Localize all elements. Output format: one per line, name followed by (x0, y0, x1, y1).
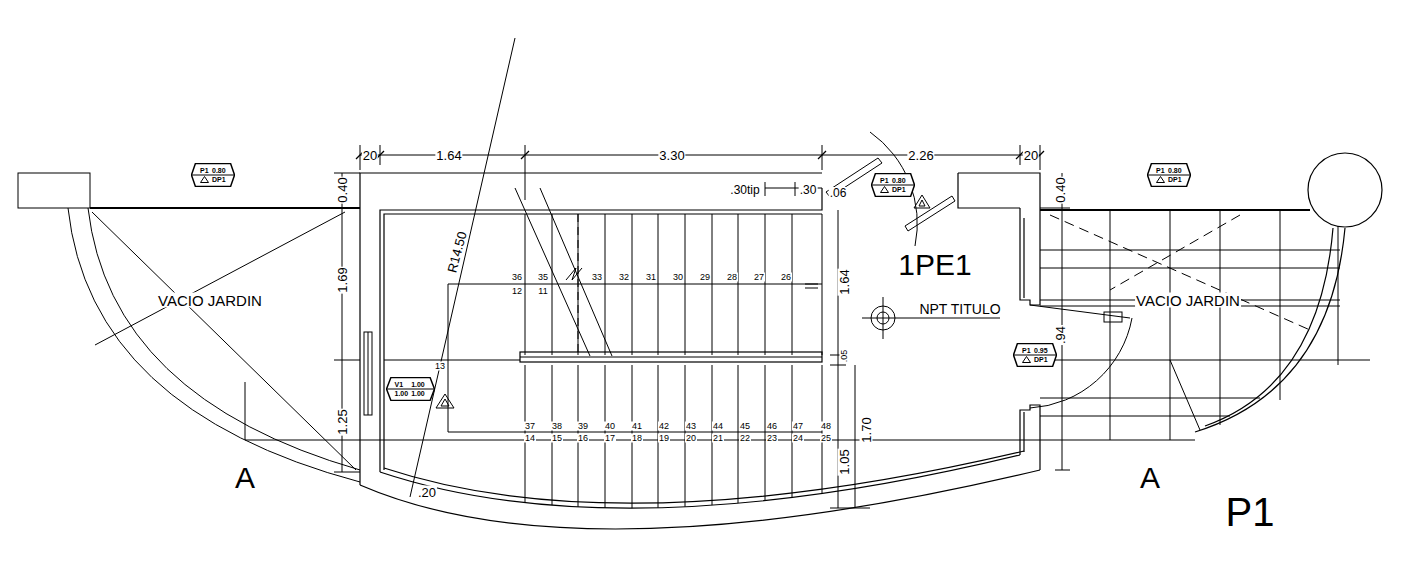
tag-text: 1.00 (411, 390, 425, 397)
dimension: 2.26 (907, 149, 934, 162)
plan-label: 39 (577, 422, 589, 431)
plan-label: A (234, 463, 256, 493)
dimension: 20 (362, 149, 378, 162)
plan-label: 35 (537, 273, 549, 282)
dimension: 3.30 (658, 149, 685, 162)
plan-label: 11 (537, 287, 548, 296)
plan-label: 38 (551, 422, 563, 431)
tag-hexagon: P10.80DP1 (191, 163, 235, 187)
plan-label: 1.25 (336, 408, 349, 435)
radius-label: R14.50 (445, 229, 469, 275)
plan-label: 41 (631, 422, 643, 431)
plan-label: 20 (685, 434, 697, 443)
dimension: .30tip (729, 184, 760, 196)
plan-label: 30 (672, 273, 684, 282)
dimension: 0.40 (1054, 176, 1067, 203)
tag-text: 0.80 (212, 167, 226, 174)
plan-label: NPT TITULO (918, 302, 1001, 316)
triangle-symbol (880, 186, 889, 193)
plan-label: .20 (417, 486, 437, 499)
plan-label: 47 (792, 422, 804, 431)
plan-label: 36 (511, 273, 523, 282)
plan-label: .05 (840, 349, 849, 364)
plan-label: 18 (631, 434, 643, 443)
plan-label: 29 (699, 273, 711, 282)
dimension: 1.64 (435, 149, 462, 162)
plan-label: 40 (604, 422, 616, 431)
plan-label: 32 (618, 273, 630, 282)
tag-text: P1 (880, 177, 889, 184)
hexagon-outline (1147, 163, 1191, 187)
plan-label: 12 (511, 287, 523, 296)
plan-label: 16 (577, 434, 589, 443)
plan-label: 21 (712, 434, 724, 443)
tag-text: P1 (1022, 347, 1031, 354)
dimension: .06 (829, 187, 848, 199)
tag-hexagon: V11.001.001.00 (386, 377, 435, 401)
plan-label: 28 (726, 273, 738, 282)
plan-label: 1PE1 (897, 250, 972, 280)
plan-label: 15 (551, 434, 563, 443)
tag-text: DP1 (892, 186, 906, 193)
tag-text: 1.00 (395, 390, 409, 397)
plan-label: 19 (658, 434, 670, 443)
plan-label: 17 (604, 434, 616, 443)
dimension: .30 (799, 184, 818, 196)
dimension: 20 (1023, 149, 1039, 162)
plan-label: 26 (780, 273, 792, 282)
tag-text: P1 (200, 167, 209, 174)
tag-hexagon: P10.80DP1 (871, 173, 915, 197)
plan-label: A (1139, 463, 1161, 493)
hexagon-outline (1013, 343, 1057, 367)
plan-label: VACIO JARDIN (157, 293, 263, 308)
hexagon-outline (191, 163, 235, 187)
tag-text: 1.00 (411, 381, 425, 388)
plan-label: 24 (792, 434, 804, 443)
plan-label: VACIO JARDIN (1135, 293, 1241, 308)
tag-text: 0.95 (1034, 347, 1048, 354)
plan-label: 31 (645, 273, 657, 282)
tag-text: DP1 (212, 176, 226, 183)
triangle-symbol (200, 176, 209, 183)
plan-label: 1.05 (838, 448, 851, 475)
tag-text: DP1 (1168, 176, 1182, 183)
plan-label: 23 (766, 434, 778, 443)
plan-label: .94 (1054, 325, 1067, 345)
hexagon-outline (386, 377, 435, 401)
dimension: 0.40 (336, 176, 349, 203)
tag-text: 0.80 (1168, 167, 1182, 174)
plan-label: 13 (434, 362, 446, 371)
plan-label: 42 (658, 422, 670, 431)
plan-label: 25 (820, 434, 832, 443)
plan-label: 43 (685, 422, 697, 431)
plan-label: 33 (591, 273, 603, 282)
plan-label: 48 (820, 422, 832, 431)
triangle-symbol (1022, 356, 1031, 363)
tag-text: DP1 (1034, 356, 1048, 363)
plan-label: 1.69 (336, 266, 349, 293)
plan-label: 1.70 (860, 416, 873, 443)
tag-text: P1 (1156, 167, 1165, 174)
tag-hexagon: P10.80DP1 (1147, 163, 1191, 187)
plan-label: 37 (524, 422, 536, 431)
plan-label: P1 (1225, 492, 1276, 532)
hexagon-outline (871, 173, 915, 197)
plan-label: 45 (739, 422, 751, 431)
tag-text: V1 (395, 381, 409, 388)
tag-text: 0.80 (892, 177, 906, 184)
tag-hexagon: P10.95DP1 (1013, 343, 1057, 367)
triangle-symbol (1156, 176, 1165, 183)
plan-label: 14 (524, 434, 536, 443)
plan-label: 44 (712, 422, 724, 431)
plan-label: 27 (753, 273, 765, 282)
plan-label: 22 (739, 434, 751, 443)
plan-label: 1.64 (838, 268, 851, 295)
plan-label: 46 (766, 422, 778, 431)
